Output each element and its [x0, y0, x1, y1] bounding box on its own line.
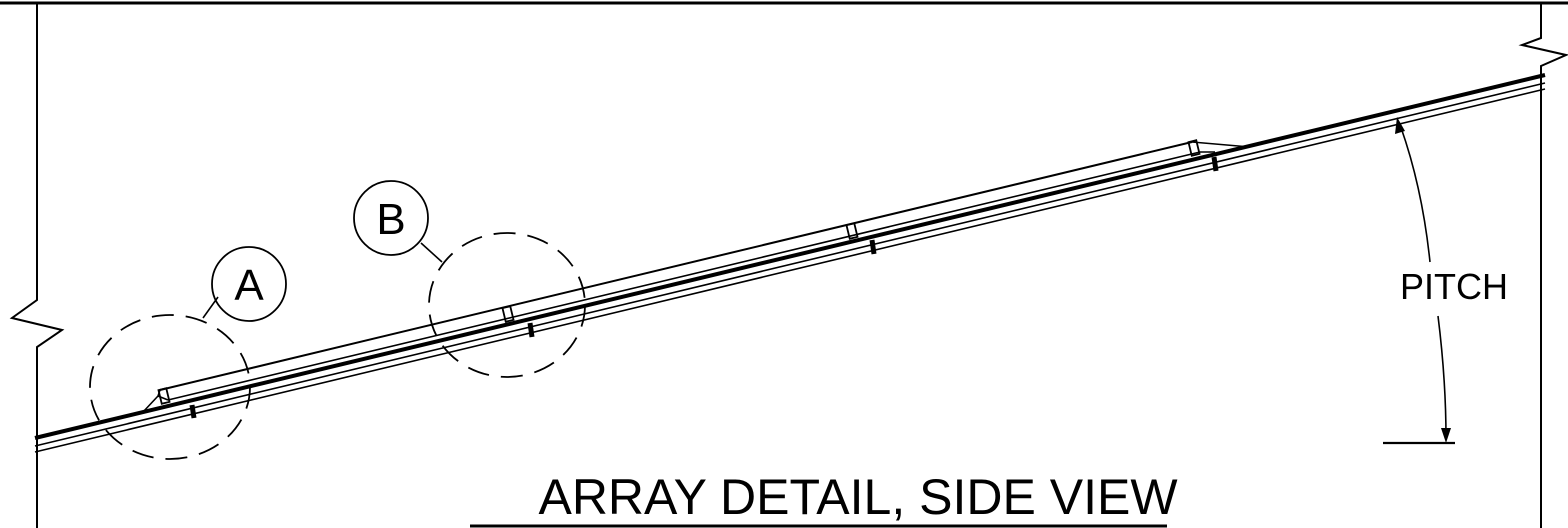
pitch-arc-upper — [1398, 121, 1431, 263]
drawing-title-block: ARRAY DETAIL, SIDE VIEW — [470, 469, 1178, 528]
mount-foot — [527, 322, 535, 338]
drawing-title: ARRAY DETAIL, SIDE VIEW — [538, 469, 1178, 525]
mount-foot — [189, 404, 197, 419]
pitch-arrow-top — [1395, 117, 1405, 134]
pitch-arrow-bottom — [1441, 428, 1451, 443]
panel-array — [142, 139, 1251, 419]
panel-clamp — [845, 222, 859, 240]
roof-surface — [34, 73, 1546, 453]
panel-top-edge — [159, 141, 1193, 391]
callout-label-a: A — [234, 261, 264, 310]
left-wall-break-line — [9, 3, 65, 528]
roof-line-top — [34, 73, 1546, 440]
callout-bubble-a — [211, 246, 287, 322]
callout-label-b: B — [376, 195, 405, 244]
right-wall-break-line — [1518, 3, 1568, 528]
panel-upper-end — [1191, 141, 1251, 153]
mount-foot — [869, 239, 877, 255]
callout-leader-b — [420, 242, 443, 263]
detail-callout-b[interactable]: B — [353, 180, 586, 378]
panel-bottom-edge — [167, 151, 1201, 401]
detail-callout-a[interactable]: A — [89, 246, 287, 460]
pitch-label: PITCH — [1400, 266, 1508, 307]
mount-foot — [1211, 156, 1219, 172]
detail-circle-a — [89, 314, 251, 460]
panel-clamp — [1187, 139, 1201, 157]
pitch-dimension: PITCH — [1383, 117, 1508, 445]
roof-line-bottom — [34, 88, 1546, 453]
roof-line-middle — [34, 82, 1546, 447]
detail-circle-b — [428, 232, 586, 378]
panel-clamp — [157, 387, 171, 405]
callout-bubble-b — [353, 180, 429, 256]
pitch-arc-lower — [1437, 315, 1447, 439]
panel-clamp — [501, 305, 515, 323]
